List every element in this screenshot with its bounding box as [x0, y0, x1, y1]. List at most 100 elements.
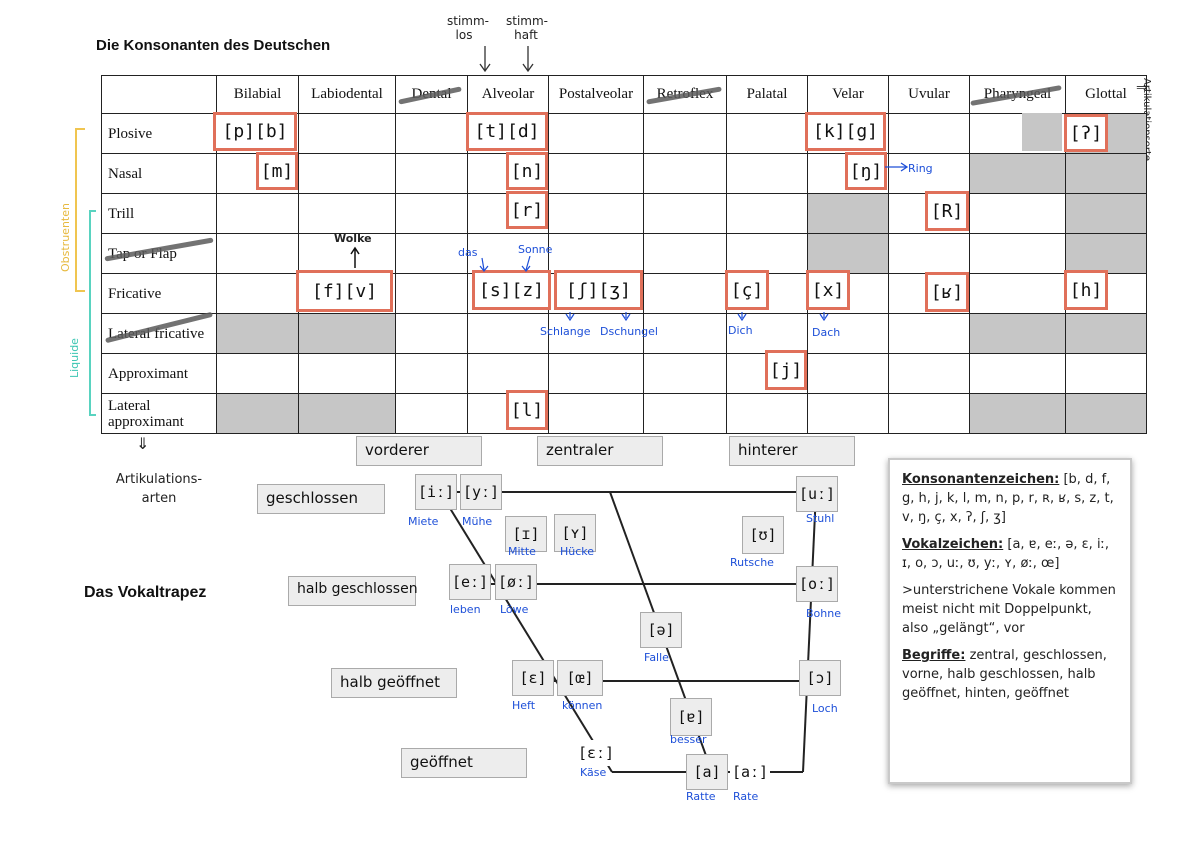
phoneme-n: [n]	[506, 152, 548, 190]
phoneme-R: [R]	[925, 191, 969, 231]
vowel-open-o: [ɔ]	[799, 660, 841, 696]
voicing-arrows	[479, 46, 534, 73]
phoneme-x: [x]	[806, 270, 850, 310]
note-wolke: Wolke	[334, 232, 372, 245]
word-miete: Miete	[408, 515, 439, 528]
col-header: Velar	[807, 75, 889, 114]
bracket-annotations	[75, 128, 96, 416]
vowel-schwa: [ə]	[640, 612, 682, 648]
note-ring: Ring	[908, 162, 933, 175]
note-dschungel: Dschungel	[600, 325, 658, 338]
phoneme-fv: [f][v]	[296, 270, 393, 312]
label-back: hinterer	[729, 436, 855, 466]
row-label: Approximant	[101, 353, 217, 394]
word-leben: leben	[450, 603, 481, 616]
row-lateral-fricative: Lateral fricative	[101, 313, 1147, 354]
vowel-Y: [ʏ]	[554, 514, 596, 552]
remark-text: >unterstrichene Vokale kommen meist nich…	[902, 583, 1116, 636]
vowel-e-long: [eː]	[449, 564, 491, 600]
word-rutsche: Rutsche	[730, 556, 774, 569]
col-header: Labiodental	[298, 75, 396, 114]
header-row: Bilabial Labiodental Dental Alveolar Pos…	[101, 75, 1147, 114]
label-closed: geschlossen	[257, 484, 385, 514]
vowel-epsilon-long: [ɛː]	[576, 740, 616, 766]
word-mitte: Mitte	[508, 545, 536, 558]
word-heft: Heft	[512, 699, 536, 712]
col-header: Palatal	[726, 75, 808, 114]
arrow-ring-icon	[885, 162, 909, 172]
arrow-up-icon	[350, 246, 360, 268]
phoneme-pb: [p][b]	[213, 112, 297, 151]
label-central: zentraler	[537, 436, 663, 466]
word-loewe: Löwe	[500, 603, 529, 616]
vowel-i-long: [iː]	[415, 474, 457, 510]
page-title: Die Konsonanten des Deutschen	[96, 37, 331, 54]
word-rate: Rate	[733, 790, 759, 803]
vowel-epsilon: [ɛ]	[512, 660, 554, 696]
word-muehe: Mühe	[462, 515, 493, 528]
vowel-a-long: [aː]	[730, 758, 770, 786]
row-approximant: Approximant	[101, 353, 1147, 394]
vowels-section: Vokalzeichen: [a, ɐ, eː, ə, ɛ, iː, ɪ, o,…	[902, 535, 1118, 573]
col-header: Glottal	[1065, 75, 1147, 114]
phoneme-m: [m]	[256, 152, 298, 190]
phoneme-uvular-fricative: [ʁ]	[925, 272, 969, 312]
col-header: Uvular	[888, 75, 970, 114]
label-half-open: halb geöffnet	[331, 668, 457, 698]
trapezoid-title: Das Vokaltrapez	[84, 584, 207, 601]
note-sonne: Sonne	[518, 243, 553, 256]
vowel-o-long: [oː]	[796, 566, 838, 602]
label-open: geöffnet	[401, 748, 527, 778]
row-tap: Tap or Flap	[101, 233, 1147, 274]
vowel-oe: [œ]	[557, 660, 603, 696]
vowel-turned-a: [ɐ]	[670, 698, 712, 736]
phoneme-glottal-stop: [ʔ]	[1064, 114, 1108, 152]
note-stimmhaft: stimm- haft	[506, 14, 548, 42]
vowel-I: [ɪ]	[505, 516, 547, 552]
consonants-label: Konsonantenzeichen:	[902, 472, 1060, 487]
grey-fill	[1022, 113, 1062, 151]
word-loch: Loch	[812, 702, 838, 715]
vowel-a: [a]	[686, 754, 728, 790]
phoneme-sh-zh: [ʃ][ʒ]	[554, 270, 643, 310]
word-bohne: Bohne	[806, 607, 841, 620]
vowel-u-long: [uː]	[796, 476, 838, 512]
consonants-section: Konsonantenzeichen: [b, d, f, g, h, j, k…	[902, 470, 1118, 527]
terms-section: Begriffe: zentral, geschlossen, vorne, h…	[902, 646, 1118, 703]
row-label: Lateral approximant	[101, 393, 217, 434]
col-header: Postalveolar	[548, 75, 644, 114]
label-front: vorderer	[356, 436, 482, 466]
terms-label: Begriffe:	[902, 648, 966, 663]
word-koennen: können	[562, 699, 603, 712]
blue-arrows	[479, 256, 829, 322]
vowels-label: Vokalzeichen:	[902, 537, 1004, 552]
word-besser: besser	[670, 733, 707, 746]
phoneme-td: [t][d]	[466, 112, 548, 151]
terms-text: zentral, geschlossen, vorne, halb geschl…	[902, 648, 1107, 701]
vowels-text: [a, ɐ, eː, ə, ɛ, iː, ɪ, o, ɔ, uː, ʊ, yː,…	[902, 537, 1110, 571]
word-falle: Falle	[644, 651, 669, 664]
arrow-down-icon: ⇓	[136, 434, 150, 453]
legend-box: Konsonantenzeichen: [b, d, f, g, h, j, k…	[888, 458, 1132, 784]
word-ratte: Ratte	[686, 790, 716, 803]
note-artikulationsarten: Artikulations- arten	[115, 472, 203, 506]
phoneme-r: [r]	[506, 191, 548, 229]
word-kaese: Käse	[580, 766, 607, 779]
consonants-text: [b, d, f, g, h, j, k, l, m, n, p, r, ʀ, …	[902, 472, 1114, 525]
note-dach: Dach	[812, 326, 841, 339]
phoneme-ng: [ŋ]	[845, 152, 887, 190]
phoneme-h: [h]	[1064, 270, 1108, 310]
vowel-U: [ʊ]	[742, 516, 784, 554]
vowel-o-umlaut-long: [øː]	[495, 564, 537, 600]
word-stuhl: Stuhl	[806, 512, 835, 525]
note-das: das	[458, 246, 478, 259]
note-schlange: Schlange	[540, 325, 591, 338]
phoneme-kg: [k][g]	[805, 112, 886, 151]
col-header: Bilabial	[216, 75, 299, 114]
vowel-y-long: [yː]	[460, 474, 502, 510]
row-label: Fricative	[101, 273, 217, 314]
note-stimmlos: stimm- los	[447, 14, 489, 42]
phoneme-sz: [s][z]	[472, 270, 551, 310]
phoneme-j: [j]	[765, 350, 807, 390]
phoneme-l: [l]	[506, 390, 548, 430]
